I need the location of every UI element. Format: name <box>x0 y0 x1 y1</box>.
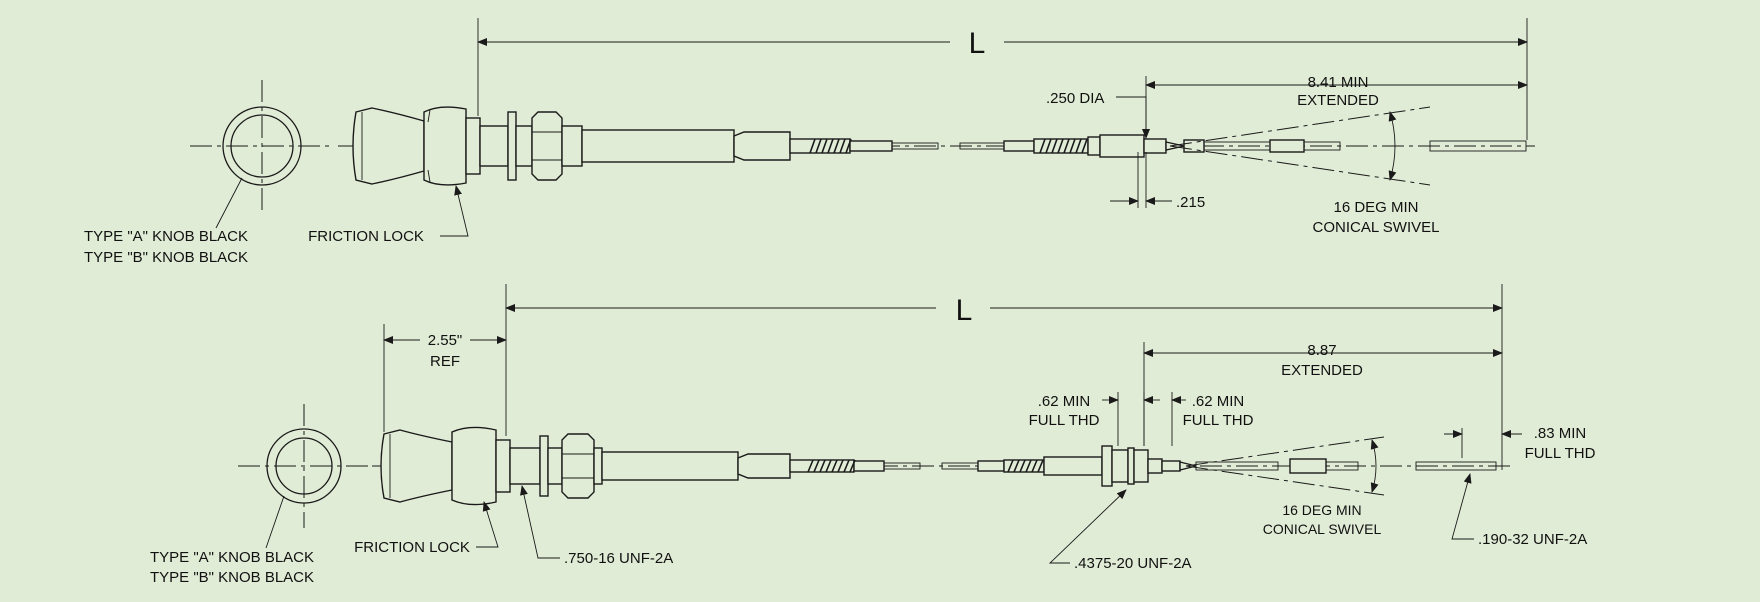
spiral-wrap-line <box>1069 138 1076 154</box>
lower-end-thread-min: .83 MIN <box>1534 425 1587 442</box>
spiral-wrap-line <box>831 459 838 473</box>
lower-mid-thread-leader <box>1048 489 1127 564</box>
lower-swivel-cone-bottom <box>1185 465 1385 496</box>
upper-panel-nut <box>531 111 583 181</box>
lower-left-thread-label: FULL THD <box>1029 412 1100 429</box>
upper-assembly: L 8.41 MIN EXTENDED .250 DIA .215 16 DEG… <box>84 18 1535 266</box>
spiral-wrap-line <box>1057 138 1064 154</box>
lower-extended-dimension: 8.87 EXTENDED <box>1143 342 1503 446</box>
spiral-wrap-line <box>1051 138 1058 154</box>
spiral-wrap-line <box>821 138 828 154</box>
lower-knob-type-a: TYPE "A" KNOB BLACK <box>150 549 314 566</box>
upper-offset-dimension: .215 <box>1110 152 1205 211</box>
lower-extended-value: 8.87 <box>1307 342 1336 359</box>
spiral-wrap-line <box>1075 138 1082 154</box>
lower-panel-thread: .750-16 UNF-2A <box>564 550 673 567</box>
upper-knob-end-view <box>190 80 330 229</box>
conduit-spiral-wraps <box>807 138 1088 473</box>
spiral-wrap-line <box>813 459 820 473</box>
lower-swivel-label: CONICAL SWIVEL <box>1263 521 1382 537</box>
lower-assembly: L 2.55" REF 8.87 EXTENDED .62 MIN FULL T… <box>150 284 1596 586</box>
spiral-wrap-line <box>1037 459 1044 473</box>
upper-swivel-angle: 16 DEG MIN <box>1333 199 1418 216</box>
upper-offset-label: .215 <box>1176 194 1205 211</box>
upper-knob-type-b: TYPE "B" KNOB BLACK <box>84 249 248 266</box>
spiral-wrap-line <box>1081 138 1088 154</box>
spiral-wrap-line <box>1045 138 1052 154</box>
spiral-wrap-line <box>807 459 814 473</box>
spiral-wrap-line <box>809 138 816 154</box>
spiral-wrap-line <box>843 459 850 473</box>
lower-swivel-arc <box>1370 439 1379 493</box>
lower-knob <box>380 426 497 506</box>
spiral-wrap-line <box>819 459 826 473</box>
spiral-wrap-line <box>849 459 856 473</box>
upper-friction-bushing <box>465 111 533 181</box>
lower-end-thread-leader <box>1451 473 1474 540</box>
spiral-wrap-line <box>1025 459 1032 473</box>
lower-panel-thread-leader <box>520 485 560 559</box>
upper-friction-lock-label: FRICTION LOCK <box>308 228 424 245</box>
lower-housing-tube <box>601 451 791 481</box>
upper-knob <box>352 106 467 186</box>
upper-housing-tube <box>581 129 791 163</box>
spiral-wrap-line <box>1007 459 1014 473</box>
upper-swivel-cone-top <box>1169 106 1431 147</box>
upper-extended-dimension: 8.41 MIN EXTENDED <box>1145 74 1528 134</box>
lower-swivel-cone-top <box>1185 436 1385 467</box>
lower-conduit-right <box>941 445 1497 487</box>
lower-left-thread-min: .62 MIN <box>1038 393 1091 410</box>
lower-left-thread-dimension: .62 MIN FULL THD <box>1029 392 1160 446</box>
upper-swivel-arc <box>1388 111 1397 181</box>
lower-extended-label: EXTENDED <box>1281 362 1363 379</box>
upper-length-dimension: L <box>477 18 1528 140</box>
lower-right-thread-dimension: .62 MIN FULL THD <box>1171 392 1254 446</box>
lower-right-thread-label: FULL THD <box>1183 412 1254 429</box>
spiral-wrap-line <box>825 459 832 473</box>
lower-knob-end-view <box>238 404 372 549</box>
upper-extended-label: EXTENDED <box>1297 92 1379 109</box>
lower-end-thread-dimension: .83 MIN FULL THD <box>1444 425 1596 462</box>
upper-length-label: L <box>969 27 986 60</box>
lower-swivel-angle: 16 DEG MIN <box>1282 502 1361 518</box>
lower-knob-type-b: TYPE "B" KNOB BLACK <box>150 569 314 586</box>
spiral-wrap-line <box>815 138 822 154</box>
lower-right-thread-min: .62 MIN <box>1192 393 1245 410</box>
spiral-wrap-line <box>837 459 844 473</box>
lower-end-thread-label: FULL THD <box>1525 445 1596 462</box>
spiral-wrap-line <box>1031 459 1038 473</box>
upper-extended-value: 8.41 MIN <box>1308 74 1369 91</box>
spiral-wrap-line <box>827 138 834 154</box>
lower-end-thread: .190-32 UNF-2A <box>1478 531 1587 548</box>
lower-friction-lock-label: FRICTION LOCK <box>354 539 470 556</box>
upper-swivel-cone-bottom <box>1169 145 1431 186</box>
spiral-wrap-line <box>1013 459 1020 473</box>
lower-length-label: L <box>956 294 973 327</box>
upper-knob-type-a: TYPE "A" KNOB BLACK <box>84 228 248 245</box>
spiral-wrap-line <box>839 138 846 154</box>
spiral-wrap-line <box>1039 138 1046 154</box>
upper-swivel-label: CONICAL SWIVEL <box>1313 219 1440 236</box>
upper-conduit-right <box>959 134 1527 158</box>
spiral-wrap-line <box>1063 138 1070 154</box>
lower-panel-nut <box>561 433 603 499</box>
lower-friction-bushing <box>495 435 563 497</box>
upper-dia-callout: .250 DIA <box>1046 90 1150 139</box>
spiral-wrap-line <box>1019 459 1026 473</box>
lower-ref-label: REF <box>430 353 460 370</box>
upper-dia-label: .250 DIA <box>1046 90 1104 107</box>
spiral-wrap-line <box>833 138 840 154</box>
spiral-wrap-line <box>845 138 852 154</box>
lower-ref-dimension: 2.55" REF <box>383 324 507 432</box>
lower-mid-thread: .4375-20 UNF-2A <box>1074 555 1192 572</box>
lower-length-dimension: L <box>505 284 1503 470</box>
lower-ref-value: 2.55" <box>428 332 463 349</box>
